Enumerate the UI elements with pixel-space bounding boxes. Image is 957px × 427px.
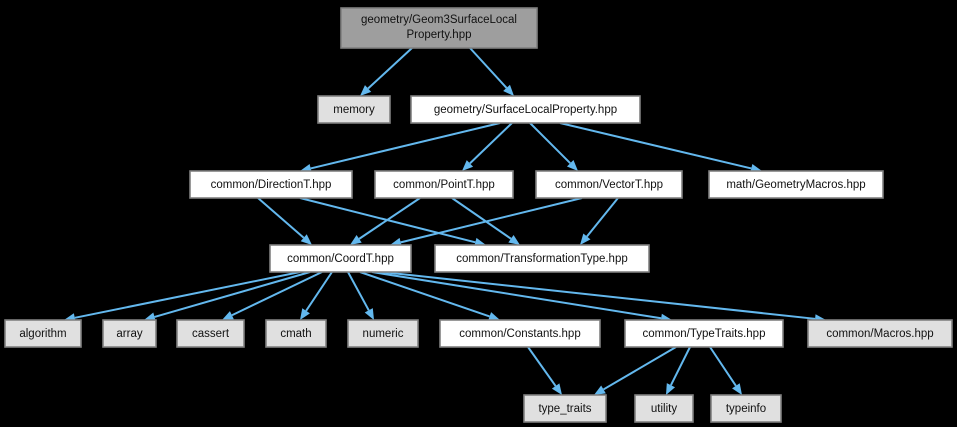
node-label-array: array: [116, 328, 142, 340]
node-box-type_traits: [523, 394, 607, 423]
node-box-macros: [807, 319, 953, 348]
node-label-directiont: common/DirectionT.hpp: [211, 179, 332, 191]
node-box-vectort: [535, 170, 683, 199]
node-box-transftype: [434, 244, 650, 273]
edge-coordt-to-cassert: [222, 271, 323, 320]
node-cassert[interactable]: cassert: [176, 319, 245, 348]
node-box-surfacelp: [410, 95, 641, 124]
node-box-cmath: [265, 319, 327, 348]
edge-pointt-to-transftype: [451, 197, 520, 245]
edge-root-to-surfacelp: [469, 47, 514, 96]
edge-surfacelp-to-pointt: [462, 122, 513, 171]
node-label-typetraits: common/TypeTraits.hpp: [643, 328, 766, 340]
edge-coordt-to-numeric: [347, 271, 374, 320]
edge-coordt-to-constants: [359, 271, 500, 321]
node-array[interactable]: array: [102, 319, 157, 348]
node-label-geommacros: math/GeometryMacros.hpp: [726, 179, 865, 191]
node-box-algorithm: [4, 319, 82, 348]
node-label-typeinfo: typeinfo: [726, 403, 766, 415]
node-numeric[interactable]: numeric: [347, 319, 419, 348]
node-label-algorithm: algorithm: [19, 328, 66, 340]
node-directiont[interactable]: common/DirectionT.hpp: [189, 170, 353, 199]
node-surfacelp[interactable]: geometry/SurfaceLocalProperty.hpp: [410, 95, 641, 124]
node-label-cassert: cassert: [192, 328, 230, 340]
node-box-cassert: [176, 319, 245, 348]
node-box-utility: [634, 394, 694, 423]
node-box-pointt: [374, 170, 514, 199]
node-box-root: [340, 7, 538, 49]
edge-coordt-to-array: [144, 271, 311, 322]
node-label-utility: utility: [651, 403, 677, 415]
node-vectort[interactable]: common/VectorT.hpp: [535, 170, 683, 199]
edge-constants-to-type_traits: [527, 346, 562, 395]
node-typeinfo[interactable]: typeinfo: [710, 394, 782, 423]
node-label-numeric: numeric: [363, 328, 404, 340]
node-label-vectort: common/VectorT.hpp: [555, 179, 663, 191]
node-box-array: [102, 319, 157, 348]
node-transftype[interactable]: common/TransformationType.hpp: [434, 244, 650, 273]
node-box-coordt: [269, 244, 412, 273]
node-box-geommacros: [708, 170, 884, 199]
edge-root-to-memory: [360, 47, 413, 96]
node-label-surfacelp: geometry/SurfaceLocalProperty.hpp: [434, 104, 617, 116]
edge-pointt-to-coordt: [350, 197, 421, 245]
edge-vectort-to-transftype: [580, 197, 619, 245]
node-label-pointt: common/PointT.hpp: [393, 179, 495, 191]
edge-typetraits-to-typeinfo: [709, 346, 742, 395]
node-macros[interactable]: common/Macros.hpp: [807, 319, 953, 348]
edge-directiont-to-coordt: [257, 197, 312, 245]
edge-coordt-to-cmath: [300, 271, 333, 320]
node-label-macros: common/Macros.hpp: [826, 328, 933, 340]
node-label-type_traits: type_traits: [538, 403, 591, 415]
node-type_traits[interactable]: type_traits: [523, 394, 607, 423]
node-box-memory: [317, 95, 391, 124]
node-label-constants: common/Constants.hpp: [459, 328, 580, 340]
node-coordt[interactable]: common/CoordT.hpp: [269, 244, 412, 273]
node-cmath[interactable]: cmath: [265, 319, 327, 348]
node-constants[interactable]: common/Constants.hpp: [439, 319, 601, 348]
node-box-numeric: [347, 319, 419, 348]
node-typetraits[interactable]: common/TypeTraits.hpp: [624, 319, 784, 348]
node-pointt[interactable]: common/PointT.hpp: [374, 170, 514, 199]
edge-typetraits-to-utility: [666, 346, 691, 395]
node-algorithm[interactable]: algorithm: [4, 319, 82, 348]
node-utility[interactable]: utility: [634, 394, 694, 423]
node-label-cmath: cmath: [280, 328, 311, 340]
node-box-constants: [439, 319, 601, 348]
edge-surfacelp-to-vectort: [529, 122, 578, 171]
node-label-transftype: common/TransformationType.hpp: [456, 253, 628, 265]
node-label-coordt: common/CoordT.hpp: [287, 253, 394, 265]
node-box-directiont: [189, 170, 353, 199]
node-memory[interactable]: memory: [317, 95, 391, 124]
node-geommacros[interactable]: math/GeometryMacros.hpp: [708, 170, 884, 199]
node-label-memory: memory: [333, 104, 375, 116]
node-box-typetraits: [624, 319, 784, 348]
edge-typetraits-to-type_traits: [594, 346, 677, 395]
node-box-typeinfo: [710, 394, 782, 423]
